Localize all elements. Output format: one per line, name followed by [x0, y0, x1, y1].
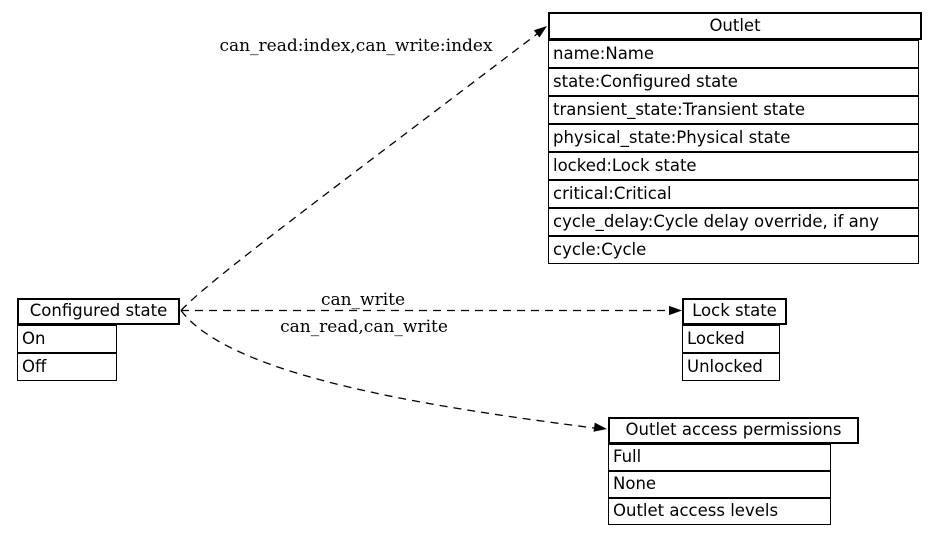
node-outlet-row-critical: critical:Critical: [548, 180, 919, 208]
node-configured-state-title: Configured state: [17, 298, 180, 325]
arrowhead-lock-state-icon: [669, 305, 682, 316]
node-lock-state-row-unlocked: Unlocked: [682, 353, 780, 381]
node-outlet-row-locked: locked:Lock state: [548, 152, 919, 180]
node-outlet-row-physical-state: physical_state:Physical state: [548, 124, 919, 152]
node-outlet-title: Outlet: [548, 12, 922, 40]
edge-configured-state-to-outlet: [180, 33, 538, 311]
node-outlet-access-permissions-row-full: Full: [608, 444, 831, 471]
node-lock-state-title: Lock state: [682, 298, 787, 325]
node-configured-state-row-off: Off: [17, 353, 117, 381]
node-outlet-row-state: state:Configured state: [548, 68, 919, 96]
node-outlet-row-cycle-delay: cycle_delay:Cycle delay override, if any: [548, 208, 919, 236]
node-configured-state-row-on: On: [17, 325, 117, 353]
edge-configured-state-to-outlet-access-permissions: [180, 310, 595, 429]
edge-label-can-write: can_write: [321, 290, 405, 310]
arrowhead-outlet-access-permissions-icon: [593, 422, 607, 432]
node-outlet-row-transient-state: transient_state:Transient state: [548, 96, 919, 124]
node-outlet-access-permissions-row-levels: Outlet access levels: [608, 498, 831, 525]
edge-label-can-read-index-can-write-index: can_read:index,can_write:index: [219, 36, 493, 56]
node-outlet-access-permissions-row-none: None: [608, 471, 831, 498]
node-outlet-row-cycle: cycle:Cycle: [548, 236, 919, 264]
node-lock-state-row-locked: Locked: [682, 325, 780, 353]
arrowhead-outlet-icon: [533, 26, 547, 38]
node-outlet-row-name: name:Name: [548, 40, 919, 68]
edge-label-can-read-can-write: can_read,can_write: [280, 317, 448, 337]
node-outlet-access-permissions-title: Outlet access permissions: [608, 417, 859, 444]
